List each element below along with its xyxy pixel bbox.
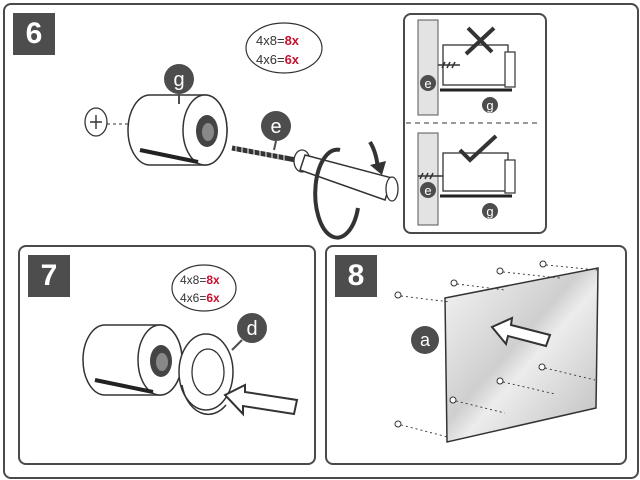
screw-e (231, 145, 311, 173)
washer-d (178, 333, 234, 416)
svg-text:g: g (173, 69, 184, 91)
svg-text:e: e (270, 116, 281, 138)
svg-text:d: d (246, 318, 257, 340)
rotate-arrow-icon (313, 140, 386, 240)
push-arrow-icon-8 (490, 316, 552, 348)
step-6-number: 6 (13, 13, 55, 55)
spacer-g (127, 94, 228, 166)
svg-text:4x6=6x: 4x6=6x (180, 291, 220, 305)
mount-points (394, 260, 598, 438)
inset-label-g-1: g (486, 98, 493, 113)
cross-mark-icon (464, 26, 496, 56)
inset-label-e-1: e (424, 76, 431, 91)
label-g-6: g (164, 64, 194, 104)
svg-text:4x8=8x: 4x8=8x (180, 273, 220, 287)
svg-text:4x8=8x: 4x8=8x (256, 33, 300, 48)
label-e-6: e (261, 111, 291, 151)
wall-anchor-head (84, 107, 108, 137)
ratio-2-prefix-7: 4x6= (180, 291, 206, 305)
ratio-callout-6: 4x8=8x 4x6=6x (245, 22, 323, 74)
ratio-2-prefix: 4x6= (256, 52, 285, 67)
svg-text:a: a (420, 330, 431, 350)
ratio-1-value: 8x (285, 33, 300, 48)
spacer-g-7 (82, 324, 183, 396)
ratio-1-value-7: 8x (206, 273, 220, 287)
label-a-8: a (411, 326, 439, 354)
step-8-number: 8 (335, 255, 377, 297)
ratio-2-value: 6x (285, 52, 300, 67)
push-arrow-icon-7 (223, 383, 299, 417)
svg-text:4x6=6x: 4x6=6x (256, 52, 300, 67)
inset-label-e-2: e (424, 183, 431, 198)
step-7-number: 7 (28, 255, 70, 297)
check-mark-icon (458, 134, 498, 163)
inset-label-g-2: g (486, 204, 493, 219)
ratio-1-prefix: 4x8= (256, 33, 285, 48)
ratio-callout-7: 4x8=8x 4x6=6x (171, 264, 237, 312)
label-d-7: d (231, 313, 267, 351)
screwdriver (299, 154, 399, 202)
inset-correct: e g (417, 132, 516, 226)
ratio-2-value-7: 6x (206, 291, 220, 305)
inset-wrong: e g (417, 19, 516, 116)
ratio-1-prefix-7: 4x8= (180, 273, 206, 287)
mirror-panel (444, 267, 599, 443)
